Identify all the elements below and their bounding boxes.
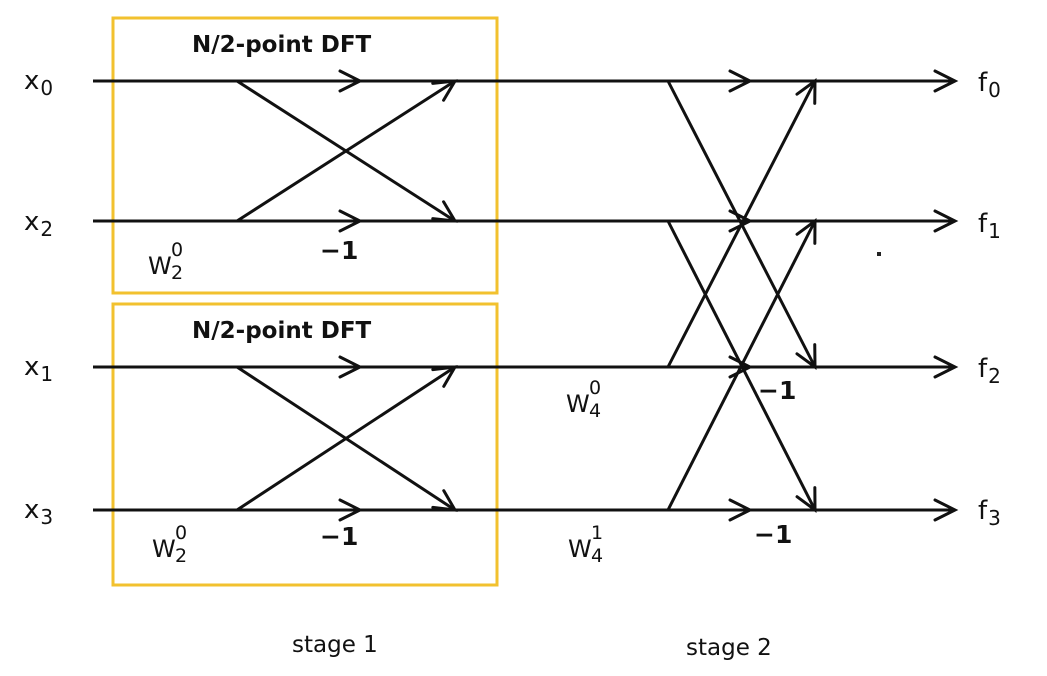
twiddle-w2-top-sub: 2 <box>171 262 184 284</box>
output-f0-base: f <box>978 68 988 98</box>
twiddle-w2-bottom-base: W <box>152 535 176 563</box>
stage2-arrowhead-up-f0-f2 <box>795 78 817 105</box>
minus-one-stage1-top: −1 <box>320 236 359 265</box>
stage2-arrowhead-down-f1-f3 <box>795 486 817 513</box>
stage1-arrowhead-down-top <box>431 200 458 223</box>
stage2-mid-arrowhead-0 <box>728 69 754 93</box>
top-dft-box-title: N/2-point DFT <box>192 32 372 58</box>
input-x0-base: x <box>24 66 40 96</box>
input-x2-base: x <box>24 207 40 237</box>
stage2-arrowhead-down-f0-f2 <box>795 343 817 370</box>
twiddle-w4-1-sub: 4 <box>591 545 604 567</box>
twiddle-w4-1-base: W <box>568 535 592 563</box>
stage-2-label: stage 2 <box>686 635 772 661</box>
output-f1-label: f1 <box>978 211 1001 241</box>
stray-dot <box>877 252 881 256</box>
stage1-mid-arrowhead-a-bottom <box>338 355 364 379</box>
output-f3-sub: 3 <box>988 506 1001 530</box>
stage2-cross-up-f1-f3 <box>666 220 817 511</box>
output-f1-sub: 1 <box>988 219 1001 243</box>
input-x2-sub: 2 <box>40 217 54 241</box>
output-f1-base: f <box>978 209 988 239</box>
stage1-arrowhead-up-top <box>431 79 458 102</box>
stage2-arrowhead-up-f1-f3 <box>795 218 817 245</box>
output-arrowhead-2 <box>933 355 959 379</box>
output-f0-label: f0 <box>978 70 1001 100</box>
twiddle-w4-0-sup: 0 <box>589 377 602 399</box>
twiddle-w2-top-sup: 0 <box>171 239 184 261</box>
input-x3-base: x <box>24 495 40 525</box>
input-x3-label: x3 <box>24 497 53 527</box>
input-x1-sub: 1 <box>40 362 54 386</box>
twiddle-w2-bottom-sub: 2 <box>175 545 188 567</box>
stage1-mid-arrowhead-b-bottom <box>338 498 364 522</box>
twiddle-w2-bottom: W 0 2 <box>152 524 187 566</box>
input-x0-sub: 0 <box>40 76 54 100</box>
output-arrowhead-0 <box>933 69 959 93</box>
twiddle-w2-bottom-sup: 0 <box>175 522 188 544</box>
top-dft-box <box>111 16 499 295</box>
stage1-mid-arrowhead-a-top <box>338 69 364 93</box>
twiddle-w4-1: W 1 4 <box>568 524 603 566</box>
input-x1-label: x1 <box>24 354 53 384</box>
twiddle-w4-0-base: W <box>566 390 590 418</box>
stage1-arrowhead-down-bottom <box>431 489 458 512</box>
output-f3-base: f <box>978 496 988 526</box>
input-x0-label: x0 <box>24 68 53 98</box>
output-f2-label: f2 <box>978 356 1001 386</box>
minus-one-stage2-f2: −1 <box>758 376 797 405</box>
output-f2-sub: 2 <box>988 364 1001 388</box>
twiddle-w2-top-base: W <box>148 252 172 280</box>
twiddle-w4-0-sub: 4 <box>589 400 602 422</box>
stage2-mid-arrowhead-1 <box>728 209 754 233</box>
minus-one-stage2-f3: −1 <box>754 520 793 549</box>
stage-1-label: stage 1 <box>292 632 378 658</box>
output-arrowhead-3 <box>933 498 959 522</box>
input-x3-sub: 3 <box>40 505 54 529</box>
stage2-mid-arrowhead-3 <box>728 498 754 522</box>
twiddle-w2-top: W 0 2 <box>148 241 183 283</box>
input-x2-label: x2 <box>24 209 53 239</box>
bottom-dft-box-title: N/2-point DFT <box>192 318 372 344</box>
stage1-cross-up-bottom <box>236 365 456 512</box>
input-x1-base: x <box>24 352 40 382</box>
output-f2-base: f <box>978 354 988 384</box>
bottom-dft-box <box>111 302 499 587</box>
output-f0-sub: 0 <box>988 78 1001 102</box>
twiddle-w4-0: W 0 4 <box>566 379 601 421</box>
stage1-arrowhead-up-bottom <box>431 365 458 388</box>
stage1-cross-up-top <box>236 79 456 223</box>
twiddle-w4-1-sup: 1 <box>591 522 604 544</box>
output-f3-label: f3 <box>978 498 1001 528</box>
output-arrowhead-1 <box>933 209 959 233</box>
minus-one-stage1-bottom: −1 <box>320 522 359 551</box>
stage1-mid-arrowhead-b-top <box>338 209 364 233</box>
stage2-mid-arrowhead-2 <box>728 355 754 379</box>
